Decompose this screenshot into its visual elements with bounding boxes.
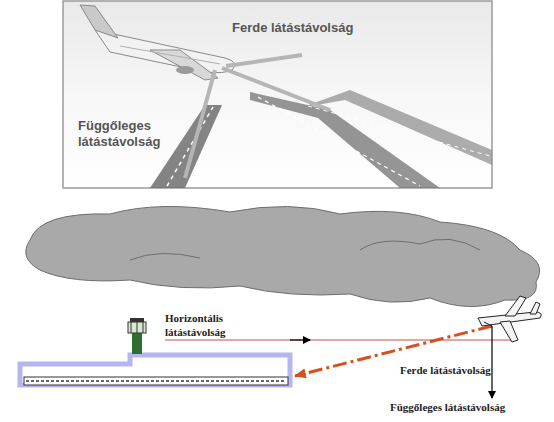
vertical-label: Függőleges látástávolság bbox=[390, 401, 505, 415]
horizontal-line bbox=[165, 339, 512, 340]
slant-label: Ferde látástávolság bbox=[400, 364, 491, 378]
vertical-label: Függőleges látástávolság bbox=[78, 118, 188, 151]
vertical-arrow bbox=[491, 326, 492, 398]
airplane bbox=[80, 5, 235, 80]
slant-label: Ferde látástávolság bbox=[232, 20, 353, 36]
horizontal-arrow bbox=[290, 339, 310, 340]
horizontal-label: Horizontális látástávolság bbox=[165, 312, 245, 340]
airplane-small bbox=[478, 296, 541, 342]
runway bbox=[20, 355, 290, 385]
tower bbox=[128, 318, 146, 354]
clouds bbox=[26, 206, 540, 306]
top-photo bbox=[63, 1, 492, 188]
